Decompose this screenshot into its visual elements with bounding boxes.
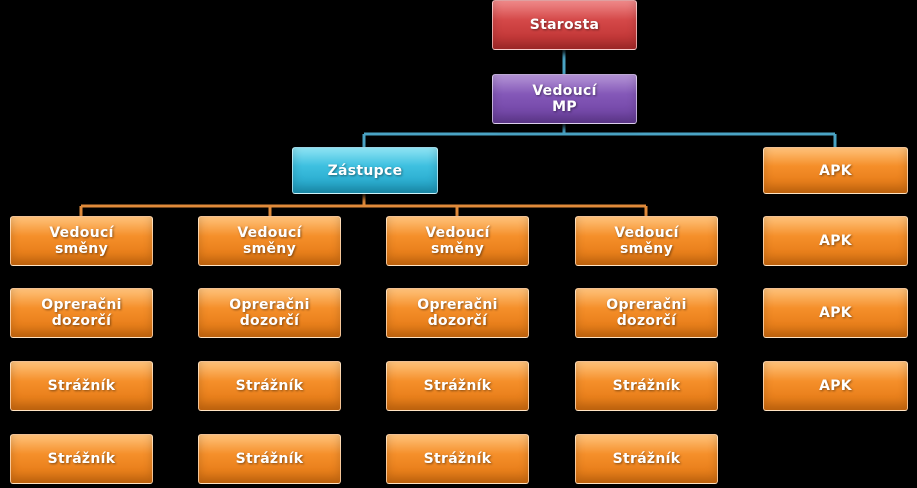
node-operacni-dozorci-2: Opreračni dozorčí (198, 288, 341, 338)
node-starosta: Starosta (492, 0, 637, 50)
node-straznik-1b: Strážník (10, 434, 153, 484)
node-straznik-2a: Strážník (198, 361, 341, 411)
node-apk-2: APK (763, 216, 908, 266)
node-straznik-3a: Strážník (386, 361, 529, 411)
node-straznik-4b: Strážník (575, 434, 718, 484)
node-straznik-2b: Strážník (198, 434, 341, 484)
node-operacni-dozorci-3: Opreračni dozorčí (386, 288, 529, 338)
node-apk-1: APK (763, 147, 908, 194)
node-operacni-dozorci-4: Opreračni dozorčí (575, 288, 718, 338)
node-straznik-3b: Strážník (386, 434, 529, 484)
node-vedouci-mp: Vedoucí MP (492, 74, 637, 124)
node-operacni-dozorci-1: Opreračni dozorčí (10, 288, 153, 338)
node-straznik-1a: Strážník (10, 361, 153, 411)
node-vedouci-smeny-4: Vedoucí směny (575, 216, 718, 266)
node-apk-4: APK (763, 361, 908, 411)
node-zastupce: Zástupce (292, 147, 438, 194)
node-vedouci-smeny-2: Vedoucí směny (198, 216, 341, 266)
node-apk-3: APK (763, 288, 908, 338)
node-straznik-4a: Strážník (575, 361, 718, 411)
node-vedouci-smeny-3: Vedoucí směny (386, 216, 529, 266)
node-vedouci-smeny-1: Vedoucí směny (10, 216, 153, 266)
